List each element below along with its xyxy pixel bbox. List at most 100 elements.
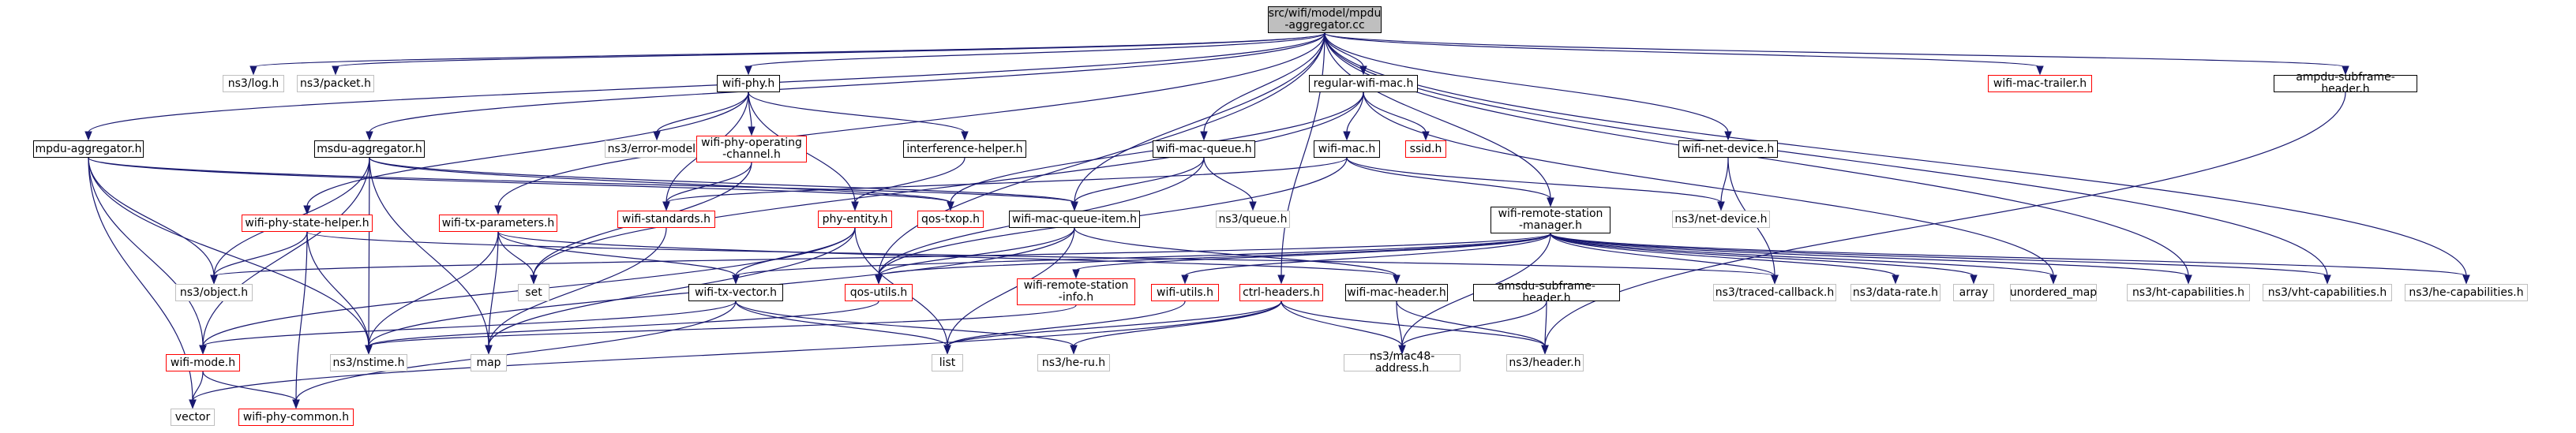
- node-msdu-aggregator-h[interactable]: msdu-aggregator.h: [314, 140, 425, 158]
- edge-phy_entity_h-to-map: [488, 227, 856, 347]
- edge-regular_wifi_mac_h-to-ssid_h: [1363, 91, 1427, 133]
- node-ns3-ht-capabilities-h[interactable]: ns3/ht-capabilities.h: [2127, 284, 2250, 301]
- node-set[interactable]: set: [518, 284, 549, 301]
- node-wifi-mac-trailer-h[interactable]: wifi-mac-trailer.h: [1988, 75, 2092, 92]
- edge-root-to-wifi_tx_parameters_h: [497, 32, 1325, 207]
- arrowhead-wifi_mac_queue_h-to-wifi_mac_queue_item_h: [1071, 201, 1078, 211]
- node-ns3-nstime-h[interactable]: ns3/nstime.h: [330, 354, 407, 371]
- node-wifi-mac-queue-item-h[interactable]: wifi-mac-queue-item.h: [1009, 211, 1140, 228]
- node-wifi-mac-queue-h[interactable]: wifi-mac-queue.h: [1153, 140, 1255, 158]
- node-wifi-phy-state-helper-h[interactable]: wifi-phy-state-helper.h: [242, 215, 373, 232]
- arrowhead-wifi_tx_vector_h-to-wifi_mode_h: [199, 345, 207, 355]
- arrowhead-wifi_remote_station_manager_h-to-unordered_map: [2049, 274, 2057, 285]
- node-wifi-standards-h[interactable]: wifi-standards.h: [617, 211, 715, 228]
- node-wifi-phy-h[interactable]: wifi-phy.h: [717, 75, 780, 92]
- edge-root-to-mpdu_aggregator_h: [88, 32, 1325, 133]
- arrowhead-wifi_net_device_h-to-ns3_net_device_h: [1717, 201, 1725, 211]
- node-ns3-error-model-h[interactable]: ns3/error-model.h: [605, 140, 709, 158]
- node-ctrl-headers-h[interactable]: ctrl-headers.h: [1239, 284, 1323, 301]
- arrowhead-root-to-msdu_aggregator_h: [366, 131, 373, 141]
- arrowhead-wifi_tx_parameters_h-to-set: [530, 274, 538, 285]
- arrowhead-ctrl_headers_h-to-list: [943, 345, 951, 355]
- edge-root-to-wifi_net_device_h: [1324, 32, 1729, 133]
- edge-root-to-ampdu_subframe_header_h: [1324, 32, 2346, 68]
- node-wifi-net-device-h[interactable]: wifi-net-device.h: [1678, 140, 1778, 158]
- node-wifi-tx-parameters-h[interactable]: wifi-tx-parameters.h: [439, 215, 557, 232]
- node-ns3-object-h[interactable]: ns3/object.h: [175, 284, 253, 301]
- node-ns3-he-capabilities-h[interactable]: ns3/he-capabilities.h: [2405, 284, 2528, 301]
- edge-wifi_remote_station_manager_h-to-unordered_map: [1550, 233, 2054, 277]
- node-ns3-queue-h[interactable]: ns3/queue.h: [1216, 211, 1290, 228]
- node-ns3-net-device-h[interactable]: ns3/net-device.h: [1672, 211, 1770, 228]
- node-regular-wifi-mac-h[interactable]: regular-wifi-mac.h: [1309, 75, 1418, 92]
- edge-ampdu_subframe_header_h-to-ns3_header_h: [1544, 91, 2346, 347]
- node-unordered-map[interactable]: unordered_map: [2010, 284, 2097, 301]
- node-list[interactable]: list: [932, 354, 963, 371]
- edge-wifi_phy_state_helper_h-to-wifi_phy_common_h: [295, 231, 308, 401]
- node-ns3-log-h[interactable]: ns3/log.h: [223, 75, 284, 92]
- node-wifi-tx-vector-h[interactable]: wifi-tx-vector.h: [688, 284, 783, 301]
- edge-amsdu_subframe_header_h-to-ns3_header_h: [1544, 300, 1547, 347]
- arrowhead-wifi_mode_h-to-wifi_phy_common_h: [292, 399, 300, 409]
- node-ns3-data-rate-h[interactable]: ns3/data-rate.h: [1850, 284, 1940, 301]
- node-ns3-mac48-address-h[interactable]: ns3/mac48-address.h: [1344, 351, 1460, 375]
- node-wifi-mac-header-h[interactable]: wifi-mac-header.h: [1345, 284, 1448, 301]
- node-phy-entity-h[interactable]: phy-entity.h: [818, 211, 892, 228]
- edge-wifi_phy_state_helper_h-to-ns3_object_h: [213, 231, 308, 277]
- node-root-file[interactable]: src/wifi/model/mpdu -aggregator.cc: [1268, 6, 1382, 33]
- node-wifi-mode-h[interactable]: wifi-mode.h: [166, 354, 240, 371]
- node-ns3-header-h[interactable]: ns3/header.h: [1506, 354, 1584, 371]
- edge-wifi_tx_parameters_h-to-map: [488, 231, 499, 347]
- node-ns3-he-ru-h[interactable]: ns3/he-ru.h: [1037, 354, 1110, 371]
- edge-root-to-wifi_remote_station_manager_h: [1324, 32, 1551, 200]
- node-ns3-traced-callback-h[interactable]: ns3/traced-callback.h: [1713, 284, 1836, 301]
- edge-wifi_remote_station_manager_h-to-ns3_he_capabilities_h: [1550, 233, 2467, 277]
- edge-ctrl_headers_h-to-ns3_header_h: [1281, 300, 1546, 347]
- edge-wifi_mac_h-to-wifi_remote_station_manager_h: [1346, 157, 1551, 200]
- node-array[interactable]: array: [1953, 284, 1994, 301]
- edge-wifi_mac_header_h-to-ns3_header_h: [1396, 300, 1546, 347]
- arrowhead-ctrl_headers_h-to-ns3_he_ru_h: [1070, 345, 1078, 355]
- node-wifi-phy-common-h[interactable]: wifi-phy-common.h: [238, 409, 354, 426]
- edge-wifi_remote_station_manager_h-to-ns3_traced_callback_h: [1550, 233, 1775, 277]
- edge-root-to-wifi_phy_h: [748, 32, 1325, 68]
- node-amsdu-subframe-header-h[interactable]: amsdu-subframe-header.h: [1473, 281, 1620, 304]
- edge-wifi_remote_station_manager_h-to-wifi_remote_station_info_h: [1075, 233, 1551, 271]
- edge-root-to-msdu_aggregator_h: [369, 32, 1325, 133]
- node-ns3-packet-h[interactable]: ns3/packet.h: [297, 75, 374, 92]
- edge-ctrl_headers_h-to-vector: [192, 300, 1282, 401]
- node-wifi-remote-station-info-h[interactable]: wifi-remote-station -info.h: [1017, 278, 1135, 305]
- node-vector[interactable]: vector: [171, 409, 215, 426]
- edge-amsdu_subframe_header_h-to-ns3_mac48_address_h: [1401, 300, 1547, 347]
- node-wifi-phy-operating-channel-h[interactable]: wifi-phy-operating -channel.h: [696, 136, 807, 162]
- edge-wifi_remote_station_manager_h-to-wifi_utils_h: [1184, 233, 1551, 277]
- arrowhead-interference_helper_h-to-phy_entity_h: [851, 201, 859, 211]
- arrowhead-wifi_remote_station_manager_h-to-ns3_object_h: [210, 274, 218, 285]
- edge-wifi_mac_queue_h-to-wifi_mac_queue_item_h: [1074, 157, 1205, 203]
- node-ssid-h[interactable]: ssid.h: [1405, 140, 1446, 158]
- node-wifi-remote-station-manager-h[interactable]: wifi-remote-station -manager.h: [1490, 207, 1610, 233]
- node-ampdu-subframe-header-h[interactable]: ampdu-subframe-header.h: [2274, 72, 2417, 95]
- edge-wifi_tx_parameters_h-to-wifi_tx_vector_h: [497, 231, 737, 277]
- edge-wifi_mac_header_h-to-ns3_mac48_address_h: [1396, 300, 1403, 347]
- edge-wifi_mac_h-to-ns3_net_device_h: [1346, 157, 1722, 203]
- node-interference-helper-h[interactable]: interference-helper.h: [903, 140, 1026, 158]
- edge-wifi_phy_state_helper_h-to-ns3_traced_callback_h: [306, 231, 1775, 277]
- edge-root-to-wifi_mac_queue_h: [1203, 32, 1325, 133]
- node-qos-txop-h[interactable]: qos-txop.h: [917, 211, 984, 228]
- node-wifi-utils-h[interactable]: wifi-utils.h: [1151, 284, 1219, 301]
- edge-root-to-wifi_mac_queue_item_h: [1074, 32, 1325, 203]
- node-mpdu-aggregator-h[interactable]: mpdu-aggregator.h: [33, 140, 144, 158]
- node-wifi-mac-h[interactable]: wifi-mac.h: [1314, 140, 1380, 158]
- node-map[interactable]: map: [471, 354, 507, 371]
- node-qos-utils-h[interactable]: qos-utils.h: [845, 284, 913, 301]
- edge-wifi_remote_station_manager_h-to-ns3_data_rate_h: [1550, 233, 1896, 277]
- edge-root-to-ns3_packet_h: [335, 32, 1325, 68]
- edge-wifi_remote_station_manager_h-to-ns3_object_h: [213, 233, 1551, 277]
- edge-wifi_phy_operating_channel_h-to-wifi_standards_h: [666, 162, 752, 203]
- arrowhead-root-to-ns3_log_h: [249, 65, 257, 76]
- edge-mpdu_aggregator_h-to-ns3_nstime_h: [88, 157, 369, 347]
- node-ns3-vht-capabilities-h[interactable]: ns3/vht-capabilities.h: [2263, 284, 2392, 301]
- arrowhead-wifi_remote_station_manager_h-to-qos_utils_h: [875, 274, 883, 285]
- arrowhead-root-to-ampdu_subframe_header_h: [2342, 65, 2349, 76]
